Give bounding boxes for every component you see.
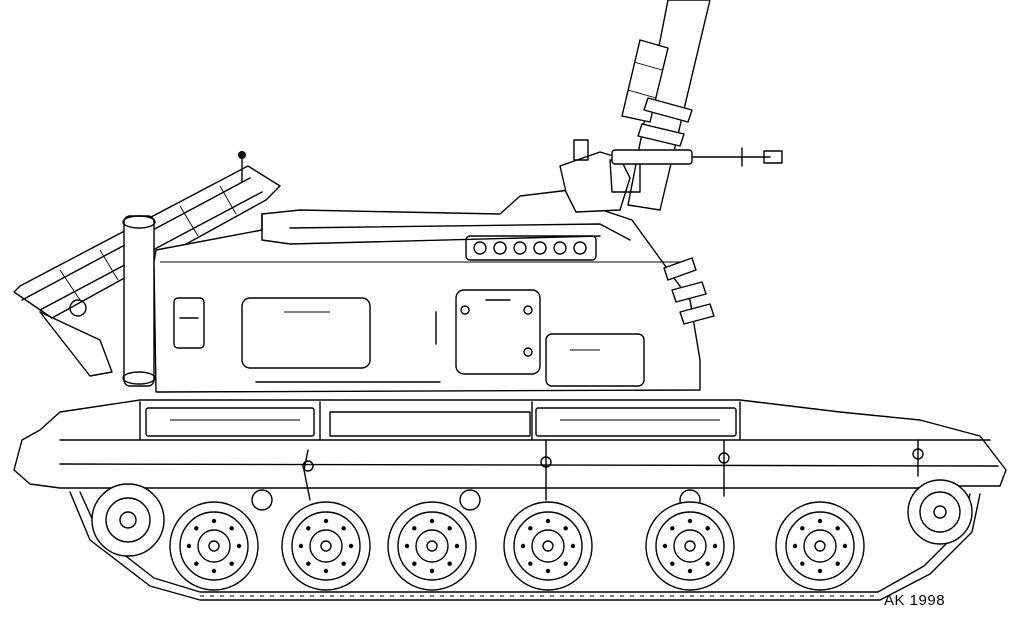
road-wheel xyxy=(282,502,370,590)
road-wheel xyxy=(776,502,864,590)
smoke-launchers xyxy=(664,258,714,324)
gun-barrel xyxy=(622,0,710,210)
idler-wheel xyxy=(908,480,972,544)
drive-sprocket xyxy=(92,484,164,556)
turret-door xyxy=(242,298,370,368)
road-wheel xyxy=(504,502,592,590)
turret-hatch xyxy=(456,290,540,374)
vision-blocks xyxy=(466,236,596,260)
road-wheel xyxy=(170,502,258,590)
road-wheels xyxy=(170,502,864,590)
turret xyxy=(154,190,714,392)
stowage-tube xyxy=(123,216,155,386)
turret-panel xyxy=(546,334,644,386)
road-wheel xyxy=(388,502,476,590)
commander-cupola xyxy=(560,140,640,212)
fender-brackets xyxy=(303,440,923,500)
road-wheel xyxy=(646,502,734,590)
machine-gun xyxy=(612,148,782,166)
hull xyxy=(14,400,1006,500)
artist-signature: AK 1998 xyxy=(884,592,946,609)
turret-latch xyxy=(174,298,204,348)
